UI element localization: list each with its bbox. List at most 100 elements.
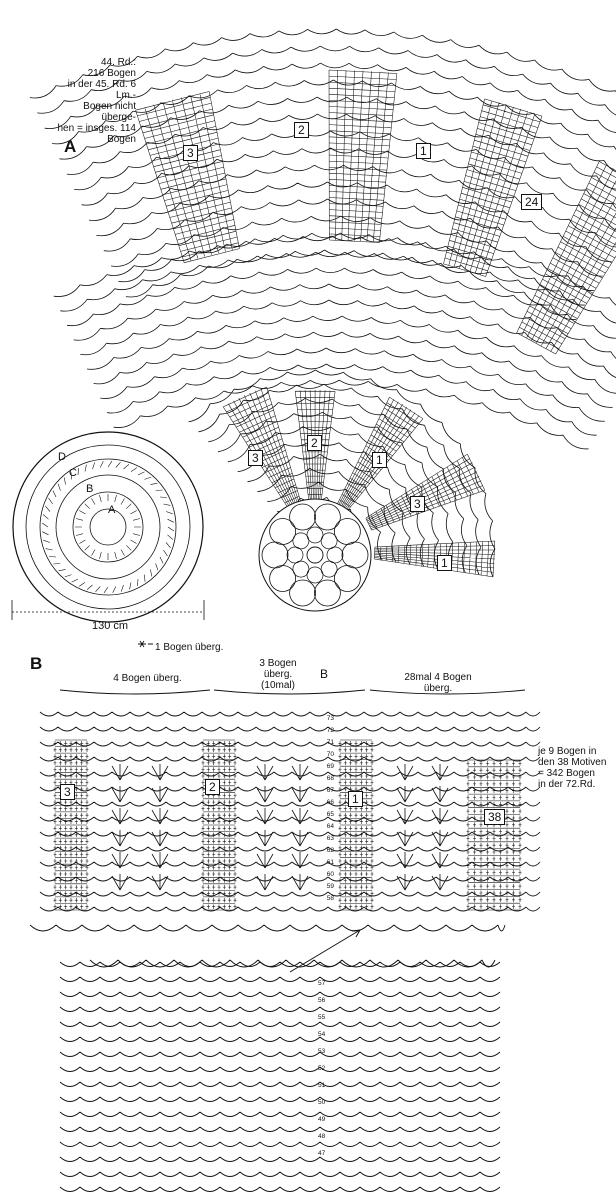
treble-stitches [443, 98, 543, 277]
chain-arc-row [59, 1036, 501, 1042]
chain-arc-row [59, 1081, 501, 1087]
row-number: 63 [327, 835, 335, 842]
rosette-petal [289, 579, 317, 607]
motif-stitch-block-1 [338, 739, 374, 911]
row-number: 51 [318, 1082, 326, 1089]
overview-ring [12, 431, 204, 623]
treble-stitches [338, 739, 374, 911]
round-44-note: 44. Rd.: 216 Bogen in der 45. Rd. 6 Lm.-… [48, 57, 137, 145]
rosette-inner-petal [286, 546, 304, 564]
inner-motif-label-3: 3 [248, 450, 263, 466]
overview-circle-diagram [11, 431, 205, 648]
motif-label-b-3: 3 [60, 784, 75, 800]
note-line: 44. Rd.: [100, 57, 136, 68]
overview-ring [55, 474, 161, 580]
rosette-inner-petal [292, 560, 310, 578]
motif-block-24 [516, 161, 616, 355]
chain-arc-row [59, 1156, 501, 1162]
note-line: 28mal 4 Bogen [404, 672, 472, 683]
rosette-inner-petal [326, 546, 344, 564]
note-line: in der 72.Rd. [538, 779, 596, 790]
shell-stitch-column [291, 764, 309, 891]
shell-stitch-column [396, 764, 414, 891]
row-number: 64 [327, 823, 335, 830]
chain-arc-row [39, 891, 541, 897]
treble-stitches [53, 739, 89, 911]
row-number: 68 [327, 775, 335, 782]
row-number: 52 [318, 1065, 326, 1072]
rosette-petal [313, 503, 341, 531]
note-line: in der 45. Rd. 6 Lm.- [67, 79, 136, 101]
row-number: 48 [318, 1133, 326, 1140]
chain-arc-row [59, 1141, 501, 1147]
note-line: überg. [423, 683, 453, 694]
motif-label-a-1: 1 [416, 143, 431, 159]
note-line: den 38 Motiven [538, 757, 607, 768]
row-number: 61 [327, 859, 335, 866]
note-line: Bogen nicht überge- [83, 101, 136, 123]
overview-ring [39, 458, 177, 596]
row-number: 65 [327, 811, 335, 818]
chain-arc-row [59, 976, 501, 982]
treble-stitches [135, 91, 240, 263]
motif-block-3 [135, 91, 240, 263]
rosette-petal [333, 565, 361, 592]
inner-motif-label-3b: 3 [410, 496, 425, 512]
note-line: je 9 Bogen in [538, 746, 597, 757]
chain-arc-row [39, 786, 541, 792]
diameter-ticks [11, 600, 205, 620]
scallop-edge [29, 924, 506, 932]
overview-ring [72, 491, 144, 563]
chain-arc-row [39, 846, 541, 852]
rosette-inner-petal [306, 526, 324, 544]
inner-motif-label-1: 1 [372, 452, 387, 468]
chain-arcs [53, 235, 616, 450]
rosette-inner-petal [292, 532, 310, 550]
chart-a-fan [29, 28, 616, 612]
diameter-label: 130 cm [91, 620, 129, 632]
note-line: 216 Bogen [87, 68, 136, 79]
motif-label-a-24: 24 [521, 194, 543, 210]
row-number: 58 [327, 895, 335, 902]
chain-arc-row [39, 831, 541, 837]
note-line: 3 Bogen [259, 658, 297, 669]
motif-block-1 [443, 98, 543, 277]
motif-label-b-1: 1 [348, 791, 363, 807]
motif-block-2 [328, 69, 398, 243]
shell-stitch-column [256, 764, 274, 891]
chain-arc-row [59, 1111, 501, 1117]
ring-label-a: A [108, 504, 116, 516]
note-line: = 342 Bogen [538, 768, 595, 779]
chart-b-band: 7372717069686766656463626160595857565554… [29, 689, 541, 1192]
shell-stitch-column [431, 764, 449, 891]
motif-label-a-2: 2 [294, 122, 309, 138]
skip-symbol [138, 640, 153, 648]
row-number: 67 [327, 787, 335, 794]
inner-motif-label-2: 2 [307, 435, 322, 451]
chain-arc-row [59, 1171, 501, 1177]
chain-arc-row [59, 1096, 501, 1102]
chain-arc-row [39, 741, 541, 747]
rosette-centre [306, 546, 324, 564]
chain-arc-row [59, 1066, 501, 1072]
row-number: 54 [318, 1031, 326, 1038]
row-number: 57 [318, 980, 326, 987]
motif-label-a-3: 3 [183, 145, 198, 161]
motif-stitch-block-2 [201, 739, 237, 911]
row-number: 60 [327, 871, 335, 878]
row-number: 62 [327, 847, 335, 854]
ring-label-c: C [69, 467, 77, 479]
row-number: 72 [327, 727, 335, 734]
row-number: 56 [318, 997, 326, 1004]
row-number: 49 [318, 1116, 326, 1123]
chain-arc-row [59, 1021, 501, 1027]
section-a-letter: A [64, 137, 77, 156]
overview-ring-texture [41, 460, 175, 594]
row-number: 55 [318, 1014, 326, 1021]
motif-label-b-2: 2 [205, 779, 220, 795]
row-number: 70 [327, 751, 335, 758]
header-mid-note: 3 Bogen überg. (10mal) [248, 658, 308, 691]
note-line: überg. [263, 669, 293, 680]
middle-band-arcs [53, 235, 616, 450]
row-number: 53 [318, 1048, 326, 1055]
